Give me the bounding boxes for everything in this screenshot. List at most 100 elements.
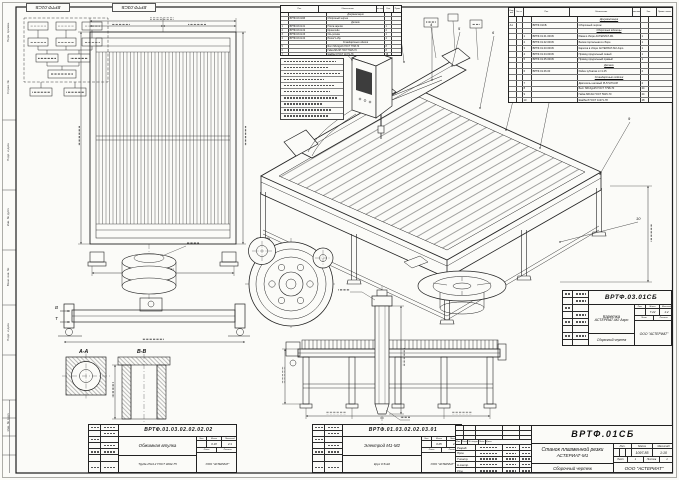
spec-cell-zone — [517, 17, 523, 22]
sleeve-mass: 0.18 — [207, 441, 222, 447]
spec-col-header: Кол. — [641, 8, 658, 16]
spec-row: 4 ВРТФ.03.01.04 Ролик V-обр. 4 — [281, 37, 401, 41]
spec-row: 6 ВРТФ.01.06.00 Рейка зубчатая m=1.25 2 — [509, 69, 672, 75]
spec-row: 2 ВРТФ.03.01.02 Кронштейн 2 — [281, 29, 401, 33]
spec-cell-name: Документация — [578, 17, 641, 22]
spec-cell-doc — [532, 74, 578, 80]
spec-col-header: Обозначение — [570, 8, 633, 16]
margin-label-0: Перв. примен. — [6, 22, 10, 42]
spec-cell-doc: ВРТФ.03.01.04 — [289, 37, 327, 40]
spec-col-header: Наименование — [377, 6, 384, 12]
carriage-title-line1: Каретка — [602, 313, 621, 319]
electrode-right-cells: Лит. Масса Масштаб 0.05 2:1 Лист Листов … — [421, 437, 461, 472]
spec-cell-doc: ВРТФ.01.05.00СБ — [532, 57, 578, 63]
spec-cell-format — [509, 86, 517, 92]
carriage-signature-block — [563, 291, 589, 345]
spec-cell-name: Рама в сборе АСТЕРИАТ-М1 — [578, 34, 641, 40]
spec-cell-doc: ВРТФ.03.01.02 — [289, 29, 327, 32]
section-bb-view: В-В — [111, 349, 171, 422]
spec-row: ВРТФ.03.01СБ Сборочный чертеж — [281, 17, 401, 21]
spec-cell-note — [649, 34, 672, 39]
spec-row: Стандартные изделия — [281, 41, 401, 45]
role-row: Разраб. — [456, 445, 531, 451]
spec-cell-qty: 2 — [641, 69, 649, 74]
main-title-line1: Станок плазменной резки — [541, 447, 604, 454]
lit-cell-2 — [620, 449, 626, 456]
role-date-cell — [520, 451, 531, 456]
spec-cell-format — [509, 17, 517, 22]
spec-cell-note — [649, 92, 672, 97]
spec-cell-pos: 2 — [281, 29, 289, 32]
electrode-scale: 2:1 — [447, 441, 461, 447]
spec-cell-zone — [517, 28, 523, 34]
spec-cell-qty — [385, 41, 392, 44]
balloon-4: 4 — [430, 22, 433, 27]
role-label: Пров. — [456, 450, 476, 456]
spec-cell-doc — [532, 86, 578, 92]
title-block-sleeve: ВРТФ.01.03.02.02.02.02 Обжимная втулка Т… — [88, 424, 237, 473]
role-date-cell — [520, 462, 531, 467]
spec-cell-qty: 8 — [385, 49, 392, 52]
spec-cell-pos — [523, 63, 532, 69]
spec-cell-note — [392, 17, 401, 20]
spec-cell-doc — [532, 92, 578, 98]
spec-col-header: Прим. — [394, 8, 401, 10]
spec-cell-qty: 1 — [641, 51, 649, 57]
callout-parts — [423, 13, 483, 61]
spec-cell-qty: 24 — [641, 92, 649, 98]
sleeve-title: Обжимная втулка — [138, 442, 177, 448]
spec-cell-zone — [517, 57, 523, 63]
spec-cell-note — [649, 40, 672, 45]
spec-carriage-rows: Документация ВРТФ.03.01СБ Сборочный черт… — [281, 13, 401, 55]
spec-row: 10 Шайба 8 ГОСТ 11371-78 48 — [509, 98, 672, 102]
sheets-label: Листов — [644, 457, 660, 462]
spec-cell-pos: 3 — [523, 45, 532, 51]
doc-stamp-2: ВРТФ.03СБ — [112, 3, 156, 12]
balloon-10: 10 — [636, 216, 641, 221]
view-arrow-v-label: В — [55, 305, 58, 310]
electrode-title: Электрод М1-М2 — [364, 442, 400, 448]
electrode-detail-view — [338, 286, 410, 424]
balloon-9: 9 — [628, 116, 631, 121]
spec-cell-name: Детали — [327, 21, 385, 24]
spec-cell-name: Детали — [578, 63, 641, 69]
spec-col-header: Зо- на — [515, 8, 524, 16]
sheet-label: Лист — [197, 448, 217, 452]
spec-cell-pos — [281, 41, 289, 44]
role-row: Утв. — [456, 468, 531, 472]
spec-cell-note — [392, 53, 401, 55]
turntable-detail — [403, 255, 507, 315]
spec-cell-note — [392, 21, 401, 24]
spec-cell-doc — [532, 98, 578, 102]
spec-cell-format — [509, 57, 517, 63]
spec-row: 5 Болт М6-6gх16 ГОСТ 7798-70 8 — [281, 45, 401, 49]
spec-cell-qty: 1 — [641, 40, 649, 45]
spec-cell-pos: 6 — [523, 69, 532, 74]
spec-cell-qty: 1 — [641, 45, 649, 51]
spec-col-header: Фор- мат — [509, 8, 515, 16]
connection-schematic — [23, 17, 109, 97]
spec-cell-name: Рейка зубчатая m=1.25 — [578, 69, 641, 74]
spec-cell-pos — [523, 28, 532, 34]
spec-cell-doc: ВРТФ.01.03.00СБ — [532, 45, 578, 51]
role-name-cell — [476, 450, 503, 456]
electrode-doc-number: ВРТФ.01.03.02.02.03.01 — [343, 425, 461, 437]
spec-cell-qty: 2 — [641, 80, 649, 86]
carriage-doc-type: Сборочный чертеж — [589, 333, 634, 345]
spec-row: 6 Гайка М6-6Н ГОСТ 5915-70 8 — [281, 49, 401, 53]
role-name-cell — [476, 456, 503, 462]
margin-label-3: Инв. № дубл. — [6, 207, 10, 227]
spec-cell-doc — [532, 28, 578, 34]
spec-cell-note — [649, 87, 672, 92]
role-row: Т.контр. — [456, 456, 531, 463]
plan-view-table — [77, 17, 247, 276]
lit-value — [422, 441, 432, 447]
spec-cell-doc — [289, 41, 327, 44]
spec-cell-doc — [289, 49, 327, 52]
spec-cell-qty — [641, 17, 649, 22]
spec-cell-format — [509, 40, 517, 45]
